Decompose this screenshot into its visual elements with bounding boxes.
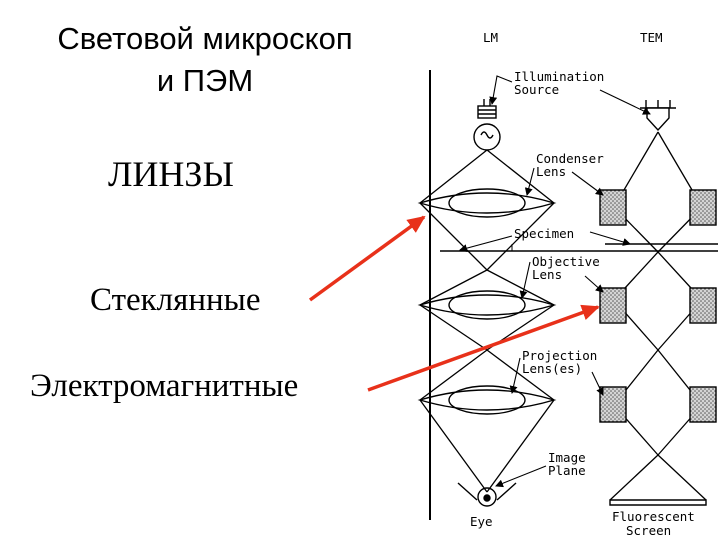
tem-projection-right (689, 386, 717, 423)
title-line-1: Световой микроскоп (57, 21, 353, 56)
electromagnetic-lenses-label: Электромагнитные (30, 368, 299, 404)
lm-lenses (417, 188, 557, 415)
image-plane-label-1: Image (548, 450, 586, 465)
lm-label: LM (483, 30, 498, 45)
lm-objective-lens (417, 294, 557, 316)
fluorescent-screen-shape (609, 499, 707, 506)
title-line-2: и ПЭМ (156, 63, 254, 98)
illumination-source-label-1: Illumination (514, 69, 604, 84)
glass-lenses-label: Стеклянные (90, 282, 261, 318)
tem-label: TEM (640, 30, 663, 45)
projection-lens-label-1: Projection (522, 348, 597, 363)
glass-lens-arrow (308, 215, 426, 302)
eye-icon (457, 482, 517, 507)
condenser-lens-label-1: Condenser (536, 151, 604, 166)
tem-condenser-right (689, 189, 717, 226)
fluorescent-screen-label-2: Screen (626, 523, 671, 538)
tem-objective-left (599, 287, 627, 324)
fluorescent-screen-label-1: Fluorescent (612, 509, 695, 524)
light-bulb-icon (473, 99, 501, 151)
tem-pole-pieces (599, 189, 717, 423)
lm-condenser-lens (417, 192, 557, 214)
leader-lines (459, 75, 651, 488)
projection-lens-label-2: Lens(es) (522, 361, 582, 376)
objective-lens-label-1: Objective (532, 254, 600, 269)
specimen-label: Specimen (514, 226, 574, 241)
electromagnetic-lens-arrow (367, 304, 600, 392)
tem-condenser-left (599, 189, 627, 226)
image-plane-label-2: Plane (548, 463, 586, 478)
objective-lens-label-2: Lens (532, 267, 562, 282)
lm-ray-path (419, 149, 555, 493)
tem-projection-left (599, 386, 627, 423)
eye-label: Eye (470, 514, 493, 529)
electron-source-icon (640, 100, 676, 132)
illumination-source-label-2: Source (514, 82, 559, 97)
lenses-heading: ЛИНЗЫ (108, 154, 234, 194)
lm-projection-lens (417, 389, 557, 411)
tem-objective-right (689, 287, 717, 324)
slide-title: Световой микроскоп и ПЭМ (10, 18, 400, 102)
condenser-lens-label-2: Lens (536, 164, 566, 179)
